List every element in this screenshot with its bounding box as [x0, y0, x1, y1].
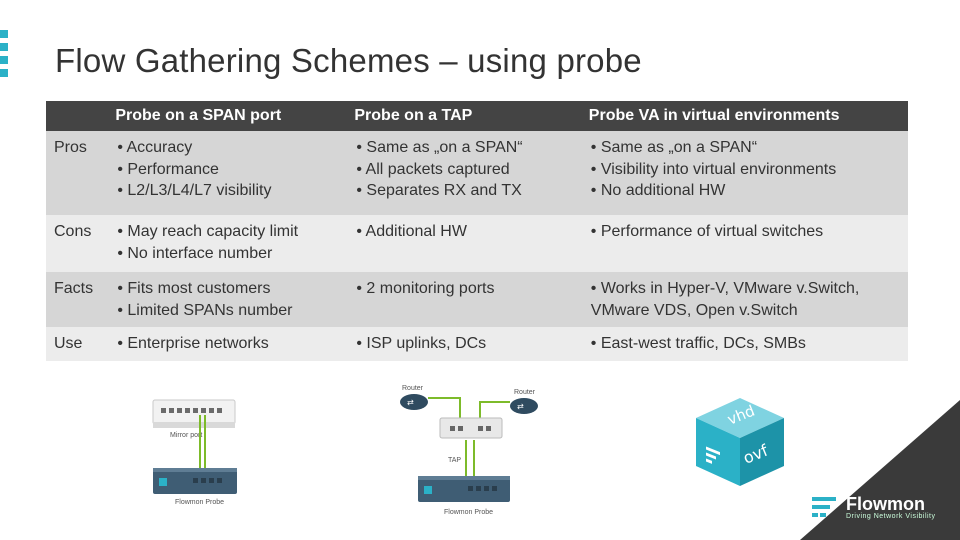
table-cell: • Additional HW: [348, 215, 583, 272]
table-cell: • Fits most customers • Limited SPANs nu…: [109, 272, 349, 327]
logo-tagline: Driving Network Visibility: [846, 513, 936, 520]
router-left-icon: ⇄: [400, 394, 428, 410]
table-cell: • Performance of virtual switches: [582, 215, 908, 272]
header-virtual: Probe VA in virtual environments: [582, 101, 908, 131]
table-cell: • Enterprise networks: [109, 327, 349, 361]
switch-icon: [152, 399, 236, 428]
svg-text:⇄: ⇄: [407, 398, 414, 407]
table-row-pros: Pros • Accuracy • Performance • L2/L3/L4…: [46, 131, 908, 215]
cell-line: • Separates RX and TX: [356, 182, 522, 199]
header-span-port: Probe on a SPAN port: [109, 101, 349, 131]
mirror-arrow-icon: [199, 415, 206, 472]
table-header-row: Probe on a SPAN port Probe on a TAP Prob…: [46, 101, 908, 131]
slide-title: Flow Gathering Schemes – using probe: [55, 42, 642, 79]
table-cell: • Same as „on a SPAN“ • All packets capt…: [348, 131, 583, 215]
tap-label: TAP: [448, 457, 461, 464]
cell-line: • Accuracy: [117, 139, 193, 156]
cell-line: • Same as „on a SPAN“: [356, 139, 523, 156]
table-cell: • Works in Hyper-V, VMware v.Switch, VMw…: [582, 272, 908, 327]
cell-line: • Visibility into virtual environments: [590, 160, 837, 178]
comparison-table: Probe on a SPAN port Probe on a TAP Prob…: [46, 101, 908, 361]
corner-decoration: [800, 400, 960, 540]
table-cell: • May reach capacity limit • No interfac…: [109, 215, 349, 272]
table-row-cons: Cons • May reach capacity limit • No int…: [46, 215, 908, 272]
row-label: Pros: [46, 131, 110, 215]
cell-line: • Limited SPANs number: [117, 301, 293, 319]
cell-line: • Enterprise networks: [117, 335, 269, 352]
link-arrows-icon: [428, 397, 510, 478]
table-cell: • Same as „on a SPAN“ • Visibility into …: [582, 131, 908, 215]
cell-line: • Works in Hyper-V, VMware v.Switch,: [590, 280, 860, 297]
svg-text:⇄: ⇄: [517, 402, 524, 411]
tap-diagram: Router Router ⇄ ⇄ TAP Flowmon Probe: [400, 385, 538, 516]
span-port-diagram: Mirror port Flowmon Probe: [152, 399, 237, 506]
header-cell-empty: [46, 101, 110, 131]
cell-line: • L2/L3/L4/L7 visibility: [117, 182, 272, 199]
cell-line: VMware VDS, Open v.Switch: [590, 301, 798, 319]
cell-line: • 2 monitoring ports: [356, 280, 495, 297]
table-cell: • 2 monitoring ports: [348, 272, 583, 327]
row-label: Cons: [46, 215, 110, 272]
table-cell: • ISP uplinks, DCs: [348, 327, 583, 361]
flowmon-logo-icon: [812, 497, 836, 517]
router-right-label: Router: [514, 389, 536, 396]
flowmon-mark-icon: [706, 446, 720, 464]
row-label: Facts: [46, 272, 110, 327]
table-cell: • East-west traffic, DCs, SMBs: [582, 327, 908, 361]
header-tap: Probe on a TAP: [348, 101, 583, 131]
logo-name: Flowmon: [846, 494, 925, 514]
table-row-use: Use • Enterprise networks • ISP uplinks,…: [46, 327, 908, 361]
tap-device-icon: [439, 417, 503, 439]
cell-line: • ISP uplinks, DCs: [356, 335, 487, 352]
cell-line: • Performance of virtual switches: [590, 223, 824, 240]
decorative-squares: [0, 30, 8, 82]
table-cell: • Accuracy • Performance • L2/L3/L4/L7 v…: [109, 131, 349, 215]
probe-icon: [153, 468, 237, 494]
cell-line: • All packets captured: [356, 160, 510, 178]
virtual-appliance-icon: vhd ovf: [696, 398, 784, 486]
table-row-facts: Facts • Fits most customers • Limited SP…: [46, 272, 908, 327]
row-label: Use: [46, 327, 110, 361]
cell-line: • Same as „on a SPAN“: [590, 139, 758, 156]
cell-line: • No additional HW: [590, 182, 726, 199]
cell-line: • May reach capacity limit: [117, 223, 299, 240]
cell-line: • Performance: [117, 160, 219, 178]
router-right-icon: ⇄: [510, 398, 538, 414]
cell-line: • East-west traffic, DCs, SMBs: [590, 335, 806, 352]
router-left-label: Router: [402, 385, 424, 392]
cell-line: • Additional HW: [356, 223, 467, 240]
cell-line: • No interface number: [117, 244, 273, 262]
cell-line: • Fits most customers: [117, 280, 271, 297]
probe-icon: [418, 476, 510, 502]
span-probe-label: Flowmon Probe: [175, 499, 224, 506]
tap-probe-label: Flowmon Probe: [444, 509, 493, 516]
mirror-port-label: Mirror port: [170, 432, 202, 439]
